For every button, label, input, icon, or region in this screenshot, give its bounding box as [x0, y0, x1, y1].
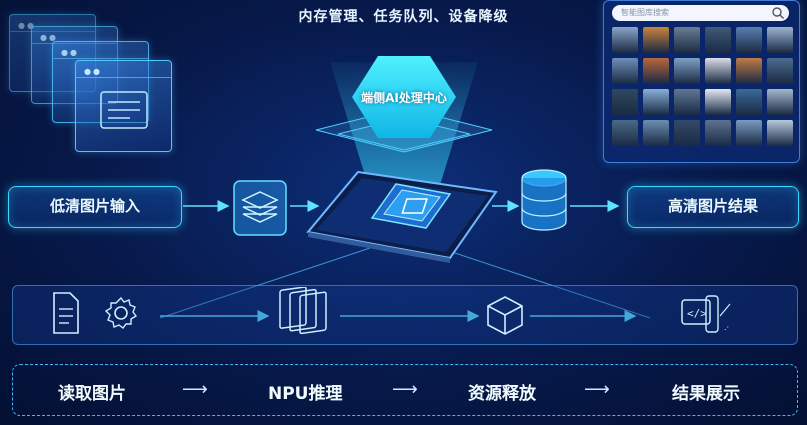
- gallery-thumbnail[interactable]: [643, 120, 669, 146]
- gallery-thumbnail[interactable]: [767, 120, 793, 146]
- step-read-image: 读取图片: [58, 384, 126, 404]
- gallery-thumbnail[interactable]: [736, 89, 762, 115]
- window-icon: ●●: [75, 60, 172, 152]
- search-input[interactable]: 智能图库搜索: [612, 5, 789, 21]
- gallery-thumbnail[interactable]: [767, 58, 793, 84]
- document-lines-icon: [100, 91, 148, 129]
- code-icon: </> .·: [681, 295, 731, 333]
- input-label: 低清图片输入: [49, 197, 140, 215]
- gallery-thumbnail[interactable]: [674, 89, 700, 115]
- arrow-right-icon: ⟶: [182, 379, 208, 400]
- ai-center-label: 端侧AI处理中心: [361, 90, 447, 105]
- database-icon: [521, 169, 567, 231]
- arrow-right-icon: ⟶: [584, 379, 610, 400]
- gallery-thumbnail[interactable]: [612, 58, 638, 84]
- gallery-thumbnail[interactable]: [674, 58, 700, 84]
- gallery-thumbnail[interactable]: [705, 27, 731, 53]
- files-icon: [279, 287, 327, 335]
- svg-text:.·: .·: [724, 323, 729, 332]
- page-title: 内存管理、任务队列、设备降级: [298, 9, 509, 25]
- gallery-thumbnail[interactable]: [736, 120, 762, 146]
- layers-icon: [233, 180, 287, 236]
- step-release-resources: 资源释放: [468, 384, 536, 404]
- gallery-thumbnail[interactable]: [736, 58, 762, 84]
- document-icon: [53, 292, 79, 334]
- steps-bar: [12, 364, 798, 416]
- process-panel: [12, 285, 798, 345]
- svg-text:</>: </>: [687, 307, 707, 320]
- search-placeholder: 智能图库搜索: [621, 8, 669, 17]
- gallery-thumbnail[interactable]: [705, 58, 731, 84]
- step-npu-inference: NPU推理: [268, 384, 343, 404]
- gallery-thumbnail[interactable]: [612, 27, 638, 53]
- gallery-thumbnail[interactable]: [674, 120, 700, 146]
- ai-center-hexagon: 端侧AI处理中心: [352, 56, 456, 138]
- gallery-thumbnail[interactable]: [674, 27, 700, 53]
- gallery-thumbnail[interactable]: [643, 27, 669, 53]
- search-icon[interactable]: [771, 6, 785, 20]
- thumbnail-grid: [612, 27, 793, 146]
- gallery-thumbnail[interactable]: [705, 120, 731, 146]
- output-box: 高清图片结果: [627, 186, 799, 228]
- phone-icon: [306, 170, 498, 263]
- gear-icon: [104, 296, 138, 329]
- image-gallery-panel: 智能图库搜索: [603, 0, 800, 163]
- chip-icon: [370, 183, 452, 229]
- arrow-right-icon: ⟶: [392, 379, 418, 400]
- gallery-thumbnail[interactable]: [643, 58, 669, 84]
- gallery-thumbnail[interactable]: [643, 89, 669, 115]
- gallery-thumbnail[interactable]: [612, 120, 638, 146]
- input-box: 低清图片输入: [8, 186, 182, 228]
- gallery-thumbnail[interactable]: [612, 89, 638, 115]
- gallery-thumbnail[interactable]: [767, 89, 793, 115]
- gallery-thumbnail[interactable]: [736, 27, 762, 53]
- step-show-result: 结果展示: [672, 384, 740, 404]
- output-label: 高清图片结果: [667, 197, 758, 215]
- gallery-thumbnail[interactable]: [705, 89, 731, 115]
- gallery-thumbnail[interactable]: [767, 27, 793, 53]
- cube-icon: [487, 296, 523, 335]
